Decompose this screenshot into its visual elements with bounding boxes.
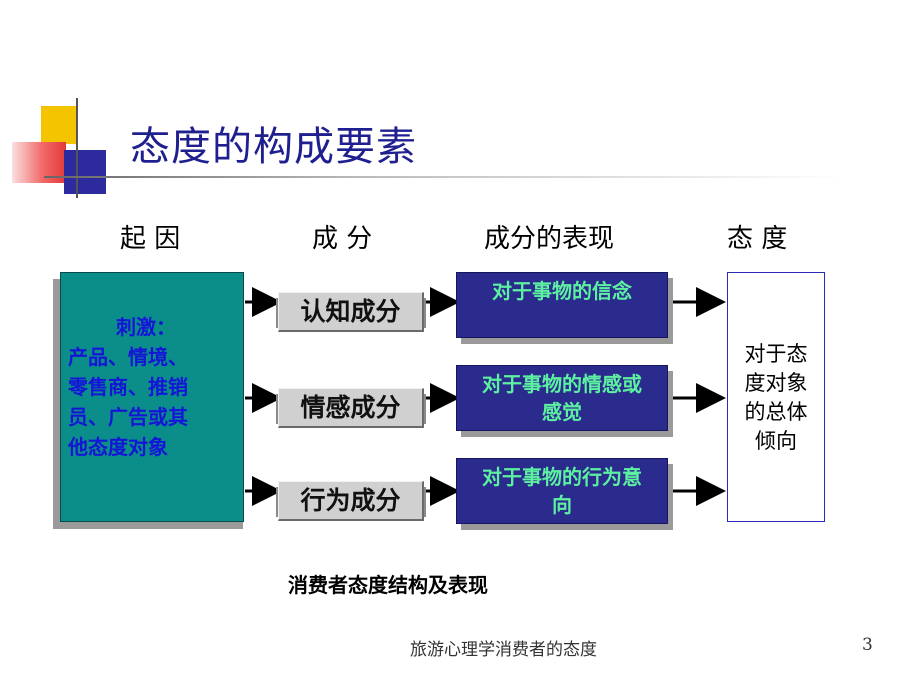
attitude-line: 倾向: [755, 429, 797, 453]
header-cause: 起 因: [120, 224, 181, 254]
expression-intention: 对于事物的行为意 向: [456, 458, 668, 524]
attitude-box: [727, 272, 825, 522]
logo-vertical-line: [76, 98, 78, 198]
diagram-caption: 消费者态度结构及表现: [288, 573, 488, 597]
logo-blue-square: [64, 150, 106, 194]
stimulus-box: [60, 272, 244, 522]
component-affective: 情感成分: [278, 388, 424, 428]
header-component: 成 分: [312, 224, 373, 254]
title-underline: [44, 176, 844, 178]
expression-line: 向: [552, 493, 572, 517]
attitude-line: 的总体: [744, 400, 808, 424]
stimulus-line: 他态度对象: [68, 435, 168, 459]
expression-line: 对于事物的信念: [492, 279, 632, 303]
expression-line: 对于事物的行为意: [482, 465, 642, 489]
expression-feeling: 对于事物的情感或 感觉: [456, 365, 668, 431]
header-attitude: 态 度: [727, 224, 788, 254]
stimulus-line: 零售商、推销: [68, 375, 188, 399]
header-expression: 成分的表现: [484, 224, 615, 254]
stimulus-line: 产品、情境、: [68, 345, 188, 369]
logo-yellow-square: [41, 106, 78, 144]
component-cognitive: 认知成分: [278, 292, 424, 332]
expression-line: 感觉: [542, 400, 582, 424]
page-number: 3: [862, 635, 873, 655]
attitude-text: 对于态 度对象 的总体 倾向: [727, 340, 825, 456]
footer-text: 旅游心理学消费者的态度: [410, 640, 597, 660]
stimulus-line: 员、广告或其: [68, 405, 188, 429]
component-behavioral: 行为成分: [278, 481, 424, 521]
stimulus-text: 刺激： 产品、情境、 零售商、推销 员、广告或其 他态度对象: [68, 312, 240, 462]
attitude-line: 对于态: [744, 342, 808, 366]
stimulus-line: 刺激：: [116, 315, 176, 339]
expression-line: 对于事物的情感或: [482, 372, 642, 396]
slide-title: 态度的构成要素: [130, 124, 417, 170]
attitude-line: 度对象: [744, 371, 808, 395]
expression-belief: 对于事物的信念: [456, 272, 668, 338]
